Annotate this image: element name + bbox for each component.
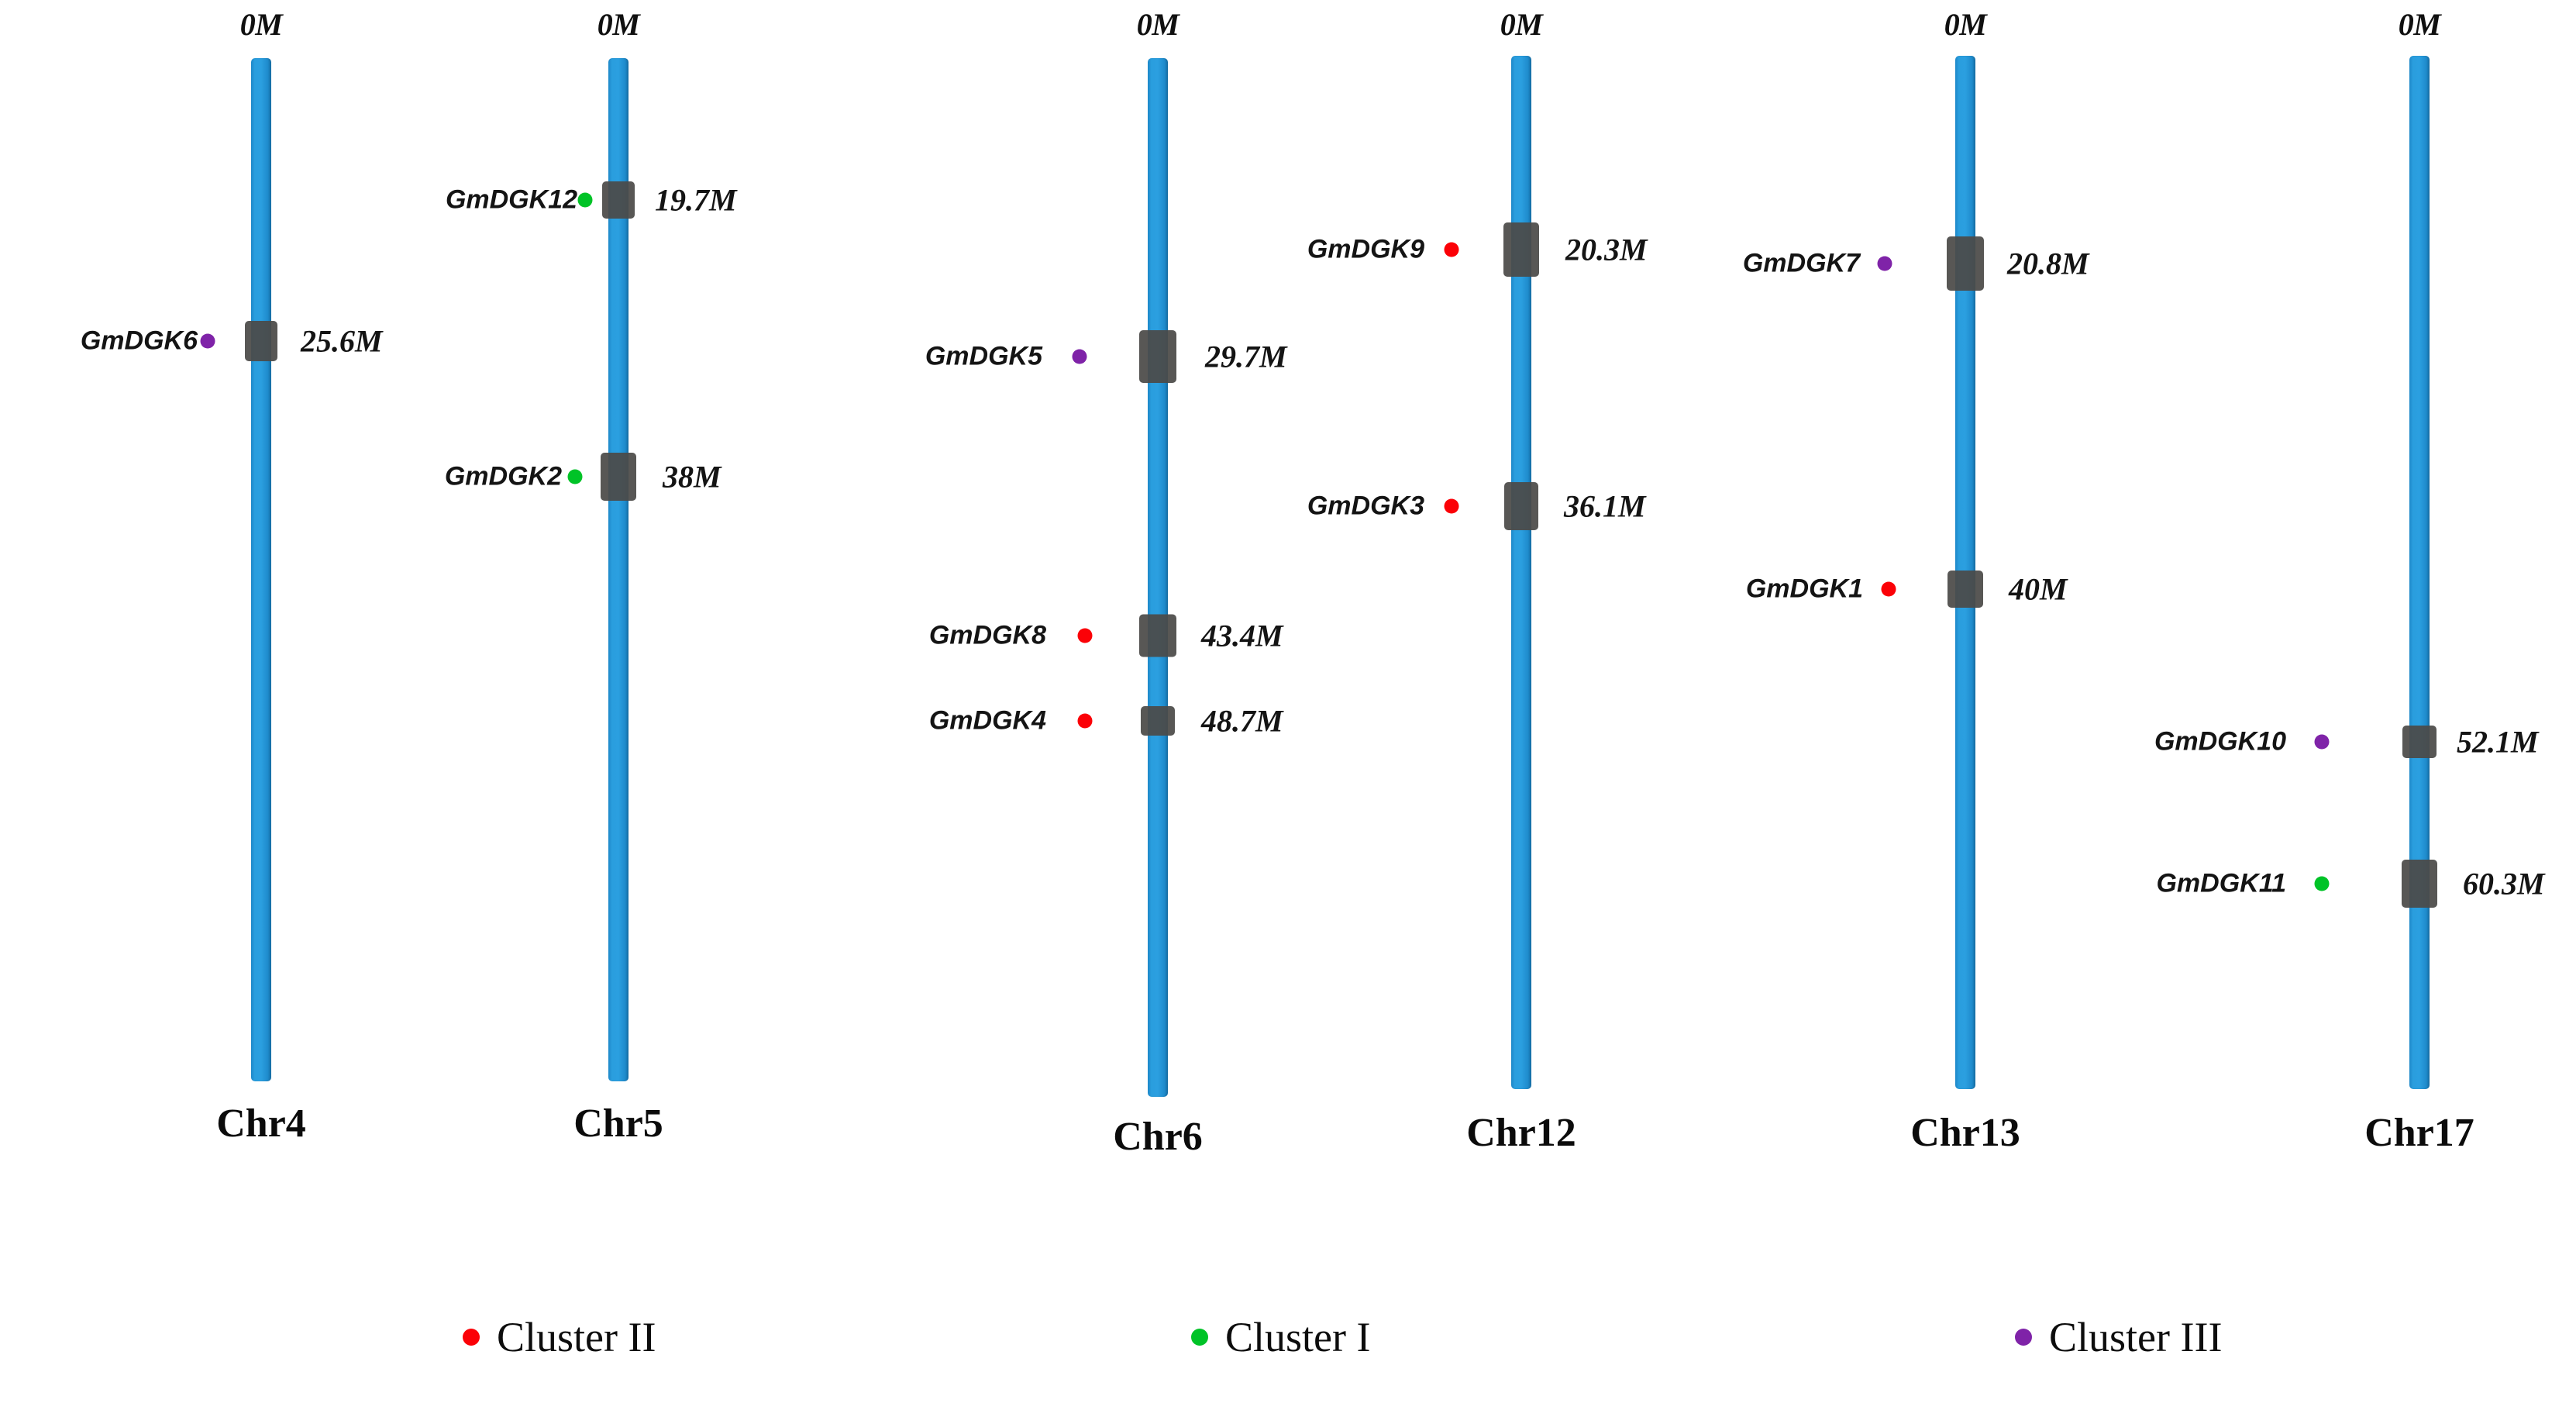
chromosome-label-chr6: Chr6 (1113, 1115, 1203, 1159)
gene-label-gmdgk7: GmDGK7 (1742, 248, 1860, 278)
chromosome-map-canvas: 0M Chr4 GmDGK6 25.6M 0M Chr5 GmDGK12 19.7M GmDGK… (80, 7, 2545, 1159)
cluster-dot-gmdgk11[interactable] (2314, 876, 2330, 891)
legend-dot-cluster-ii (463, 1329, 480, 1346)
cluster-dot-gmdgk9[interactable] (1444, 242, 1459, 257)
gene-position-gmdgk12: 19.7M (655, 182, 737, 218)
gene-label-gmdgk6: GmDGK6 (80, 326, 198, 356)
gene-position-gmdgk8: 43.4M (1201, 618, 1283, 653)
chromosome-bar-chr5[interactable] (608, 58, 629, 1081)
gene-position-gmdgk4: 48.7M (1201, 703, 1283, 739)
legend-label-cluster-iii: Cluster III (2049, 1314, 2223, 1360)
gene-band-gmdgk2[interactable] (601, 453, 636, 501)
cluster-dot-gmdgk10[interactable] (2314, 734, 2330, 750)
chromosome-label-chr5: Chr5 (573, 1101, 663, 1146)
gene-band-gmdgk9[interactable] (1503, 222, 1539, 277)
gene-band-gmdgk10[interactable] (2402, 726, 2437, 758)
chromosome-label-chr4: Chr4 (216, 1101, 306, 1146)
cluster-dot-gmdgk12[interactable] (577, 192, 593, 208)
gene-label-gmdgk4: GmDGK4 (928, 705, 1046, 736)
gene-position-gmdgk9: 20.3M (1565, 232, 1648, 267)
cluster-legend: Cluster II Cluster I Cluster III (0, 1310, 2576, 1380)
legend-label-cluster-ii: Cluster II (497, 1314, 656, 1360)
chromosome-label-chr13: Chr13 (1910, 1111, 2020, 1155)
gene-label-gmdgk2: GmDGK2 (444, 461, 562, 491)
chromosome-start-label-chr12: 0M (1500, 7, 1543, 42)
gene-band-gmdgk3[interactable] (1504, 482, 1538, 530)
chromosome-bar-chr12[interactable] (1511, 56, 1531, 1089)
gene-label-gmdgk11: GmDGK11 (2156, 868, 2286, 898)
gene-position-gmdgk1: 40M (2009, 571, 2068, 607)
cluster-dot-gmdgk1[interactable] (1881, 581, 1896, 597)
gene-position-gmdgk3: 36.1M (1564, 488, 1646, 524)
gene-band-gmdgk8[interactable] (1139, 614, 1176, 657)
gene-label-gmdgk10: GmDGK10 (2154, 726, 2286, 757)
legend-label-cluster-i: Cluster I (1225, 1314, 1371, 1360)
chromosome-start-label-chr5: 0M (597, 7, 640, 42)
cluster-dot-gmdgk3[interactable] (1444, 498, 1459, 514)
gene-band-gmdgk7[interactable] (1947, 236, 1984, 291)
gene-band-gmdgk12[interactable] (602, 181, 635, 219)
gene-position-gmdgk10: 52.1M (2457, 724, 2539, 760)
gene-band-gmdgk4[interactable] (1141, 706, 1175, 736)
cluster-dot-gmdgk5[interactable] (1072, 349, 1087, 364)
gene-label-gmdgk5: GmDGK5 (925, 341, 1042, 371)
gene-band-gmdgk6[interactable] (245, 321, 277, 361)
gene-label-gmdgk1: GmDGK1 (1745, 574, 1863, 604)
chromosome-start-label-chr17: 0M (2398, 7, 2441, 42)
legend-dot-cluster-iii (2015, 1329, 2032, 1346)
gene-band-gmdgk1[interactable] (1947, 571, 1983, 608)
gene-position-gmdgk2: 38M (663, 459, 721, 495)
legend-dot-cluster-i (1191, 1329, 1208, 1346)
cluster-dot-gmdgk2[interactable] (567, 469, 583, 484)
cluster-dot-gmdgk6[interactable] (200, 333, 215, 349)
gene-position-gmdgk6: 25.6M (301, 323, 383, 359)
chromosome-start-label-chr4: 0M (239, 7, 283, 42)
gene-label-gmdgk3: GmDGK3 (1307, 491, 1424, 521)
gene-band-gmdgk11[interactable] (2402, 860, 2437, 908)
legend-item-cluster-iii[interactable]: Cluster III (2015, 1310, 2222, 1364)
cluster-dot-gmdgk7[interactable] (1877, 256, 1892, 271)
gene-label-gmdgk8: GmDGK8 (928, 620, 1046, 650)
gene-label-gmdgk9: GmDGK9 (1307, 234, 1424, 264)
chromosome-bar-chr6[interactable] (1148, 58, 1168, 1097)
legend-item-cluster-ii[interactable]: Cluster II (463, 1310, 656, 1364)
gene-position-gmdgk5: 29.7M (1205, 339, 1287, 374)
chromosome-label-chr12: Chr12 (1466, 1111, 1576, 1155)
chromosome-bar-chr4[interactable] (251, 58, 271, 1081)
chromosome-label-chr17: Chr17 (2364, 1111, 2474, 1155)
gene-band-gmdgk5[interactable] (1139, 330, 1176, 383)
cluster-dot-gmdgk4[interactable] (1077, 713, 1093, 729)
chromosome-bar-chr17[interactable] (2409, 56, 2430, 1089)
chromosome-start-label-chr13: 0M (1944, 7, 1987, 42)
gene-position-gmdgk11: 60.3M (2463, 866, 2545, 902)
legend-item-cluster-i[interactable]: Cluster I (1191, 1310, 1370, 1364)
gene-label-gmdgk12: GmDGK12 (445, 184, 577, 215)
cluster-dot-gmdgk8[interactable] (1077, 628, 1093, 643)
gene-position-gmdgk7: 20.8M (2007, 246, 2089, 281)
chromosome-start-label-chr6: 0M (1136, 7, 1180, 42)
